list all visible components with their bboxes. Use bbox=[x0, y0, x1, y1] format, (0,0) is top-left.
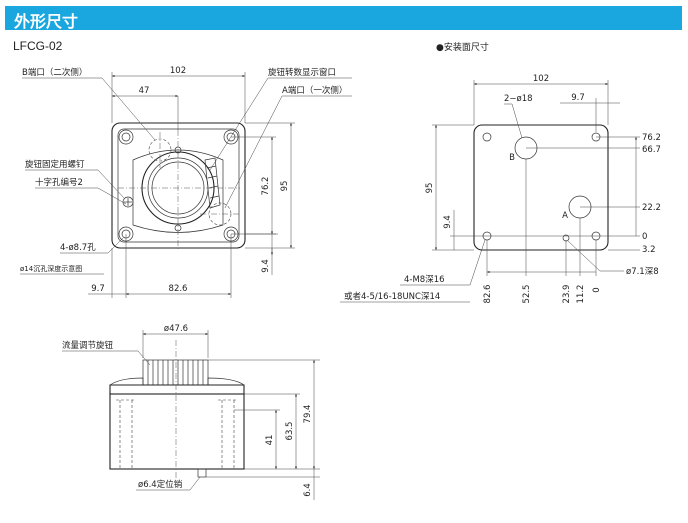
top-dim-102: 102 bbox=[170, 66, 186, 76]
label-counterbore: ø14沉孔深度示意图 bbox=[20, 264, 82, 273]
top-body-outline bbox=[111, 122, 246, 249]
side-dim-47-6: ø47.6 bbox=[164, 324, 188, 334]
model-number: LFCG-02 bbox=[13, 39, 63, 53]
side-cover-plate bbox=[109, 384, 245, 395]
port-a-letter: A bbox=[562, 211, 568, 221]
section-title: 外形尺寸 bbox=[14, 12, 79, 31]
side-dim-79-4: 79.4 bbox=[303, 405, 313, 424]
mount-face-outline bbox=[473, 124, 609, 251]
top-dim-9-4: 9.4 bbox=[261, 259, 271, 273]
mount-dim-76-2: 76.2 bbox=[642, 133, 661, 143]
mount-dim-95: 95 bbox=[425, 183, 435, 194]
mount-hole-tl bbox=[482, 132, 492, 142]
label-cross-hole: 十字孔编号2 bbox=[35, 177, 83, 188]
label-a-port: A端口（一次侧） bbox=[282, 85, 347, 96]
port-b-hidden bbox=[148, 138, 172, 162]
mount-dim-9-7: 9.7 bbox=[571, 93, 585, 103]
mount-label-two-holes: 2−ø18 bbox=[504, 94, 533, 104]
mount-label-m8: 4-M8深16 bbox=[404, 275, 445, 285]
top-view: 102 47 95 76.2 9.4 9.7 82.6 B端口（二次侧） 旋钮转… bbox=[20, 66, 352, 298]
mount-dim-22-2: 22.2 bbox=[642, 203, 661, 213]
label-fixing-screw: 旋钮固定用螺钉 bbox=[25, 159, 85, 170]
mounting-face-title: ●安装面尺寸 bbox=[436, 43, 489, 53]
mount-dim-11-2: 11.2 bbox=[576, 285, 586, 304]
mount-dim-0-bottom: 0 bbox=[592, 287, 602, 292]
mount-dim-82-6: 82.6 bbox=[483, 285, 493, 304]
mount-dim-0-right: 0 bbox=[642, 232, 647, 242]
section-header: 外形尺寸 bbox=[5, 6, 682, 31]
top-dim-9-7: 9.7 bbox=[91, 284, 105, 294]
label-b-port: B端口（二次侧） bbox=[22, 67, 87, 78]
mount-dim-9-4: 9.4 bbox=[443, 215, 453, 229]
label-dial-window: 旋钮转数显示窗口 bbox=[268, 67, 336, 78]
mount-view: B A 102 9.7 2−ø18 95 9.4 76.2 66.7 22.2 … bbox=[340, 74, 661, 303]
port-b-letter: B bbox=[509, 153, 515, 163]
top-dim-76-2: 76.2 bbox=[261, 177, 271, 196]
side-label-pin: ø6.4定位销 bbox=[138, 479, 183, 490]
label-hole: 4-ø8.7孔 bbox=[60, 243, 96, 253]
mount-label-unc: 或者4-5/16-18UNC深14 bbox=[344, 291, 440, 302]
mount-dim-102: 102 bbox=[533, 74, 549, 84]
side-body bbox=[109, 393, 245, 470]
side-dim-41: 41 bbox=[265, 435, 275, 446]
mount-dim-66-7: 66.7 bbox=[642, 145, 661, 155]
side-dim-63-5: 63.5 bbox=[285, 422, 295, 441]
side-dim-6-4: 6.4 bbox=[303, 483, 313, 497]
top-dim-82-6: 82.6 bbox=[169, 284, 188, 294]
mount-label-pin: ø7.1深8 bbox=[626, 267, 659, 277]
mount-dim-23-9: 23.9 bbox=[562, 285, 572, 304]
dial-window bbox=[204, 157, 221, 209]
mount-dim-3-2: 3.2 bbox=[642, 245, 656, 255]
corner-bolt-tl bbox=[118, 129, 134, 145]
side-locating-pin bbox=[197, 468, 207, 478]
mount-dim-52-5: 52.5 bbox=[522, 285, 532, 304]
fixing-screw bbox=[122, 196, 134, 208]
top-dim-47: 47 bbox=[139, 86, 150, 96]
side-view: ø47.6 79.4 63.5 41 6.4 流量调节旋钮 ø6.4定位销 bbox=[62, 324, 320, 500]
side-label-knob: 流量调节旋钮 bbox=[62, 340, 114, 351]
top-dim-95: 95 bbox=[280, 181, 290, 192]
